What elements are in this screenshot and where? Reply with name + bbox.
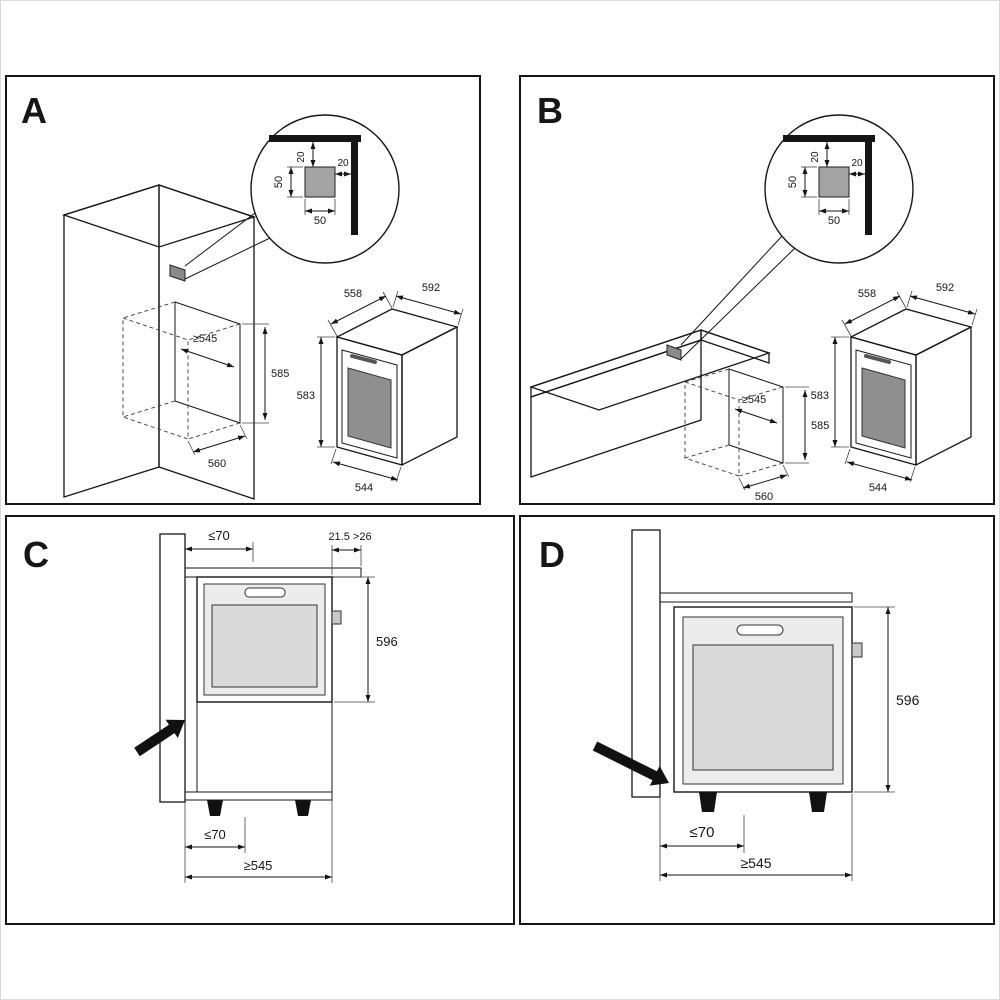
oven-foot bbox=[809, 792, 827, 812]
corner-profile-top bbox=[269, 135, 361, 142]
oven-window bbox=[692, 644, 834, 771]
top-panel bbox=[659, 592, 853, 603]
dim-niche-height-label: 585 bbox=[811, 420, 829, 432]
oven-door bbox=[855, 349, 912, 459]
panel-b-drawing: B bbox=[528, 90, 978, 503]
oven-foot bbox=[699, 792, 717, 812]
bottom-dimensions: ≤70 ≥545 bbox=[184, 800, 333, 883]
dim-hole-width-label: 50 bbox=[828, 215, 840, 227]
panel-c: C bbox=[5, 515, 515, 925]
oven-drawing bbox=[849, 308, 973, 467]
oven-door bbox=[341, 349, 398, 459]
dim-niche-depth-label: 560 bbox=[755, 491, 773, 503]
dim-oven-width-label: 592 bbox=[422, 282, 440, 294]
dim-oven-height-label: 583 bbox=[297, 390, 315, 402]
dim-hole-width-label: 50 bbox=[314, 215, 326, 227]
dim-gap-side-label: 20 bbox=[851, 158, 863, 169]
panel-d: D 596 bbox=[519, 515, 995, 925]
furniture-panel bbox=[631, 529, 661, 798]
dim-front-offset-label: 21.5 >26 bbox=[328, 531, 371, 543]
oven-window bbox=[347, 367, 392, 449]
furniture-panel bbox=[159, 533, 186, 803]
dim-oven-height-label: 596 bbox=[896, 692, 920, 708]
top-dimensions: ≤70 21.5 >26 bbox=[185, 528, 372, 575]
corner-profile-top bbox=[783, 135, 875, 142]
dim-oven-height-label: 596 bbox=[376, 634, 398, 649]
oven-foot bbox=[207, 800, 223, 816]
vent-cutout bbox=[666, 344, 682, 361]
pointer-arrow bbox=[134, 719, 185, 757]
oven-dimensions: 558 592 583 544 bbox=[811, 282, 978, 494]
dim-oven-front-width-label: 544 bbox=[355, 482, 373, 494]
oven-handle bbox=[244, 587, 286, 598]
oven-latch bbox=[851, 642, 863, 658]
panel-c-drawing: C bbox=[23, 528, 398, 883]
callout-leader bbox=[184, 212, 271, 280]
oven-dimensions: 558 592 583 544 bbox=[297, 282, 464, 494]
height-dimension: 596 bbox=[334, 576, 398, 703]
oven-drawing bbox=[335, 308, 459, 467]
oven-handle bbox=[350, 354, 377, 364]
dim-niche-width-label: ≥545 bbox=[742, 394, 766, 406]
niche-dimensions: ≥545 585 560 bbox=[180, 323, 289, 470]
corner-profile-side bbox=[351, 135, 358, 235]
oven-window bbox=[861, 367, 906, 449]
vent-cutout bbox=[169, 264, 186, 282]
dim-oven-front-width-label: 544 bbox=[869, 482, 887, 494]
dim-hole-height-label: 50 bbox=[787, 176, 799, 188]
dim-oven-depth-label: 558 bbox=[344, 288, 362, 300]
dim-gap-top-label: 20 bbox=[296, 151, 307, 163]
panel-d-label: D bbox=[539, 534, 565, 575]
detail-callout: 20 20 50 50 bbox=[764, 114, 914, 264]
panel-a: A bbox=[5, 75, 481, 505]
dim-niche-height-label: 585 bbox=[271, 368, 289, 380]
vent-hole-square bbox=[304, 166, 336, 198]
panel-b-label: B bbox=[537, 90, 563, 131]
base-cabinet bbox=[184, 702, 333, 816]
panel-d-drawing: D 596 bbox=[539, 529, 920, 881]
panel-c-label: C bbox=[23, 534, 49, 575]
callout-leader bbox=[680, 235, 796, 360]
niche-opening bbox=[122, 301, 241, 440]
worktop-drawing bbox=[528, 329, 772, 478]
dim-top-clearance-label: ≤70 bbox=[208, 528, 230, 543]
oven-latch bbox=[331, 610, 342, 625]
dim-niche-width-label: ≥545 bbox=[740, 855, 771, 871]
oven-handle bbox=[736, 624, 784, 636]
side-panel bbox=[530, 339, 702, 478]
dim-niche-width-label: ≥545 bbox=[193, 333, 217, 345]
bottom-dimensions: ≤70 ≥545 bbox=[659, 794, 853, 881]
corner-profile-side bbox=[865, 135, 872, 235]
detail-callout: 20 20 50 50 bbox=[250, 114, 400, 264]
niche-opening bbox=[684, 368, 784, 477]
top-panel bbox=[184, 567, 362, 578]
panel-b: B bbox=[519, 75, 995, 505]
dim-oven-height-label: 583 bbox=[811, 390, 829, 402]
vent-hole-square bbox=[818, 166, 850, 198]
oven-foot bbox=[295, 800, 311, 816]
oven-window bbox=[211, 604, 318, 688]
dim-oven-depth-label: 558 bbox=[858, 288, 876, 300]
dim-oven-width-label: 592 bbox=[936, 282, 954, 294]
dim-gap-top-label: 20 bbox=[810, 151, 821, 163]
niche-dimensions: ≥545 585 560 bbox=[734, 386, 829, 503]
dim-gap-side-label: 20 bbox=[337, 158, 349, 169]
tall-cabinet-drawing bbox=[61, 184, 257, 500]
pointer-arrow bbox=[592, 741, 669, 786]
panel-a-drawing: A bbox=[21, 90, 464, 500]
dim-bottom-clearance-label: ≤70 bbox=[690, 824, 715, 841]
dim-niche-depth-label: 560 bbox=[208, 458, 226, 470]
panel-a-label: A bbox=[21, 90, 47, 131]
oven-drawing bbox=[196, 576, 342, 703]
height-dimension: 596 bbox=[854, 606, 920, 793]
oven-handle bbox=[864, 354, 891, 364]
dim-hole-height-label: 50 bbox=[273, 176, 285, 188]
oven-drawing bbox=[673, 606, 863, 812]
dim-bottom-clearance-label: ≤70 bbox=[204, 827, 226, 842]
dim-niche-width-label: ≥545 bbox=[244, 858, 273, 873]
